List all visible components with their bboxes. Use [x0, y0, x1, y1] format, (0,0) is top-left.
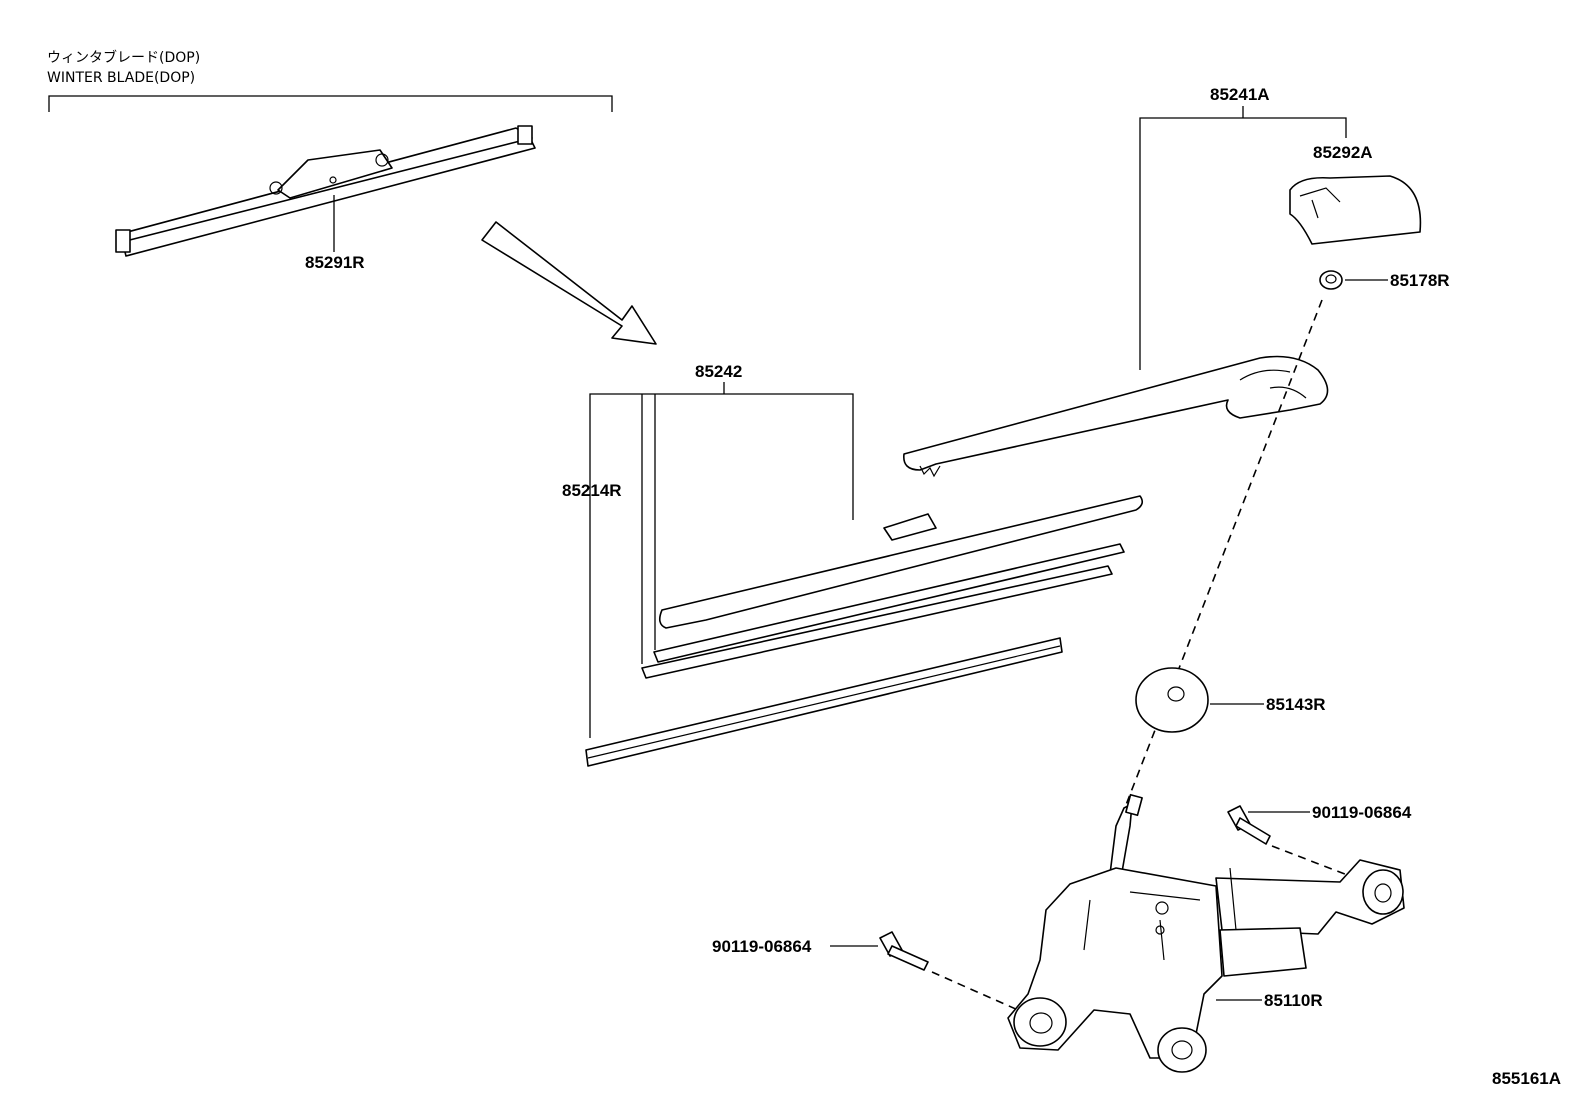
winter-blade-part: [115, 125, 536, 257]
label-90119-06864-upper: 90119-06864: [1312, 803, 1412, 822]
lower-bolt-axis: [931, 971, 1019, 1011]
wiper-arm-part: [903, 355, 1329, 478]
winter-blade-title-jp: ウィンタブレード(DOP): [47, 49, 200, 66]
winter-blade-title-en: WINTER BLADE(DOP): [47, 70, 195, 86]
label-90119-06864-lower: 90119-06864: [712, 937, 812, 956]
nut-part: [1319, 270, 1343, 290]
winter-blade-bracket: [48, 95, 613, 112]
label-85241A: 85241A: [1210, 85, 1270, 104]
label-85110R: 85110R: [1264, 991, 1323, 1010]
upper-bolt-axis: [1271, 845, 1351, 877]
label-85143R: 85143R: [1266, 695, 1326, 714]
grommet-part: [1135, 667, 1209, 733]
blade-assembly-bracket: [589, 382, 854, 738]
blade-rubber-part: [585, 637, 1063, 767]
wiper-motor-part: [1007, 793, 1405, 1073]
label-85242: 85242: [695, 362, 742, 381]
arm-cover-part: [1289, 175, 1422, 245]
label-85214R: 85214R: [562, 481, 622, 500]
label-85291R: 85291R: [305, 253, 365, 272]
arm-assembly-bracket: [1139, 106, 1347, 370]
replacement-arrow: [481, 221, 657, 345]
label-85292A: 85292A: [1313, 143, 1373, 162]
wiper-blade-part: [641, 495, 1144, 679]
figure-id: 855161A: [1492, 1069, 1561, 1088]
upper-bolt-part: [1227, 805, 1271, 845]
lower-bolt-part: [879, 931, 929, 971]
label-85178R: 85178R: [1390, 271, 1450, 290]
